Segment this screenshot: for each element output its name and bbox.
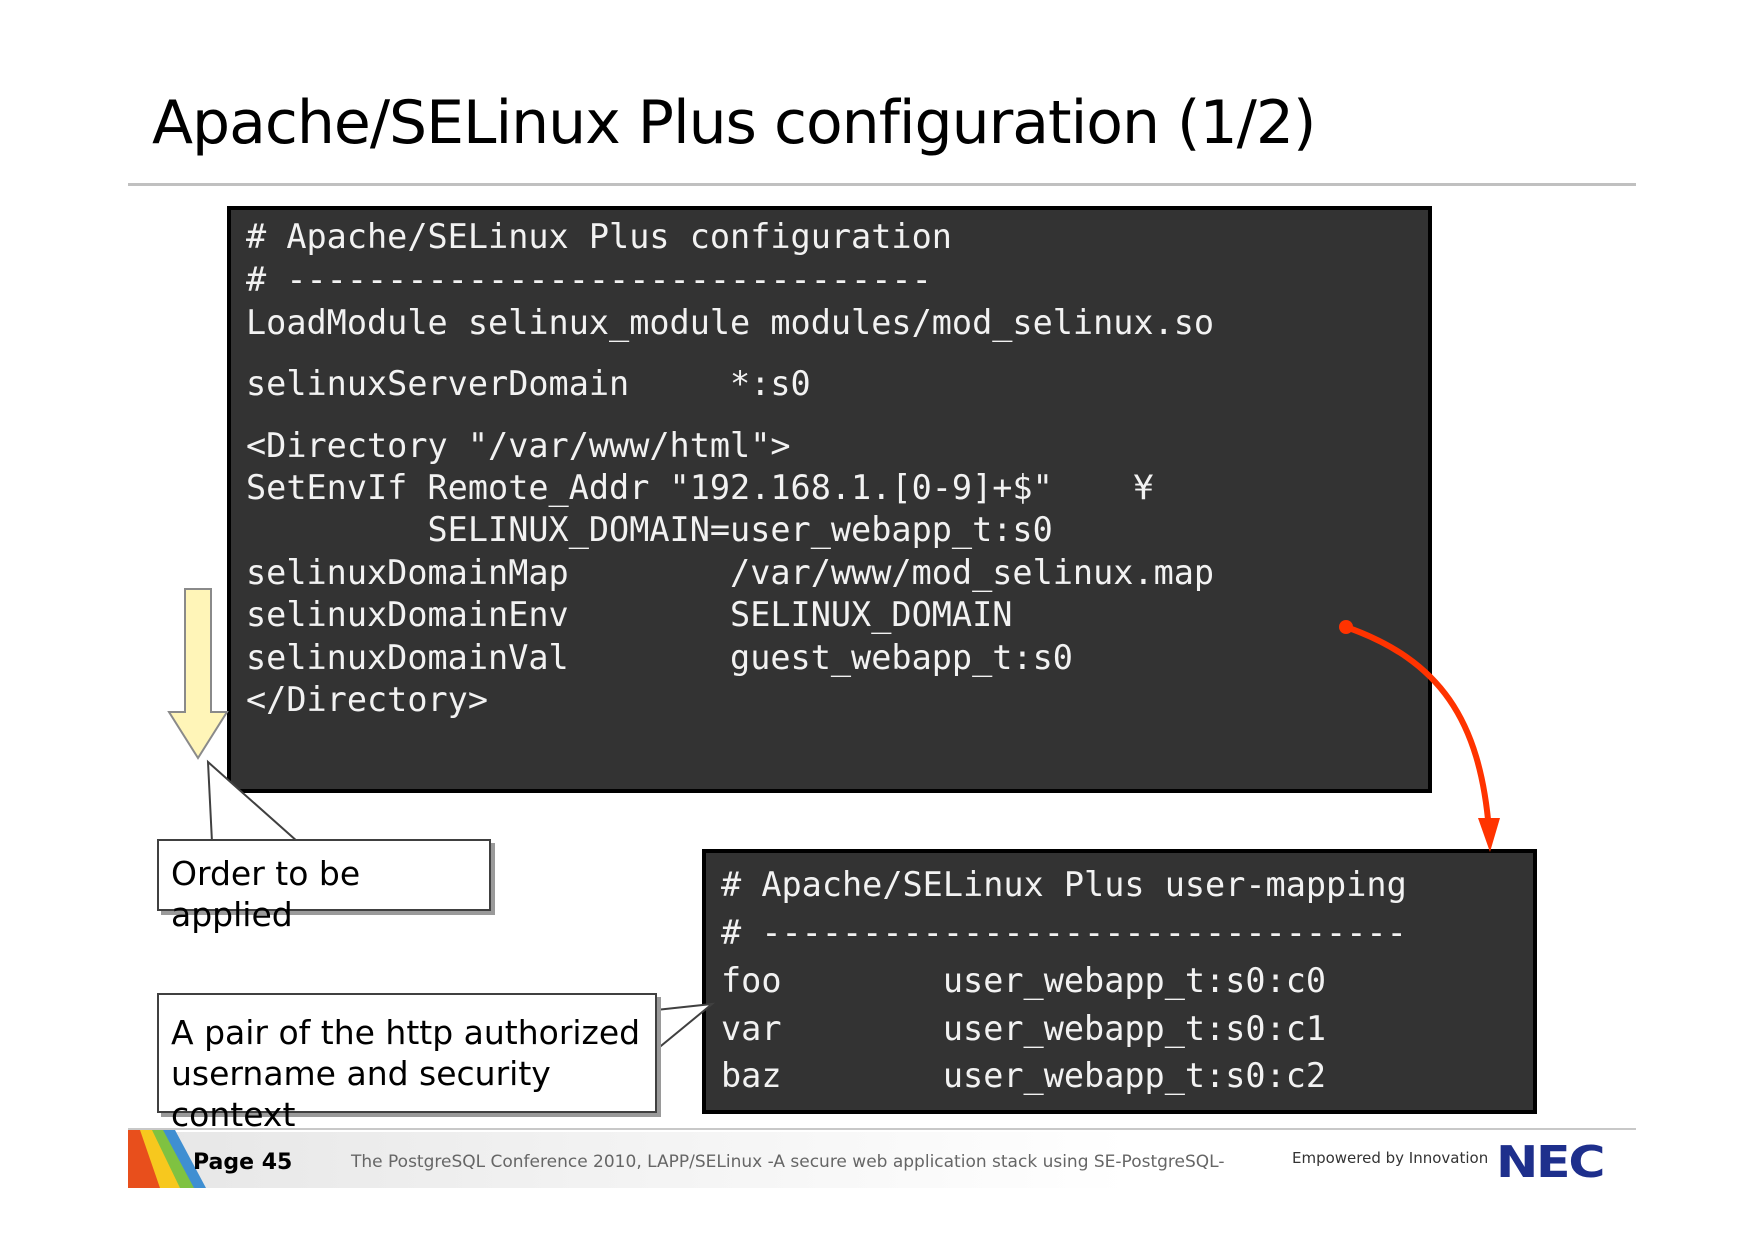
config-line: # -------------------------------- xyxy=(246,260,932,299)
config-line: selinuxDomainVal guest_webapp_t:s0 xyxy=(246,638,1073,677)
mapping-line: # Apache/SELinux Plus user-mapping xyxy=(721,865,1407,904)
conference-footer: The PostgreSQL Conference 2010, LAPP/SEL… xyxy=(351,1152,1225,1172)
order-callout: Order to be applied xyxy=(157,839,491,934)
slogan: Empowered by Innovation xyxy=(1292,1149,1489,1167)
order-callout-text: Order to be applied xyxy=(171,854,361,934)
order-arrow xyxy=(167,588,229,760)
config-line: # Apache/SELinux Plus configuration xyxy=(246,217,952,256)
pair-callout: A pair of the http authorized username a… xyxy=(157,993,657,1134)
pair-callout-line1: A pair of the http authorized xyxy=(171,1013,641,1052)
slide-title: Apache/SELinux Plus configuration (1/2) xyxy=(152,88,1316,158)
footer-divider xyxy=(128,1128,1636,1130)
mapping-line: var user_webapp_t:s0:c1 xyxy=(721,1009,1327,1048)
config-code-block: # Apache/SELinux Plus configuration # --… xyxy=(227,206,1432,793)
config-line: LoadModule selinux_module modules/mod_se… xyxy=(246,303,1215,342)
red-arrow-head xyxy=(1478,818,1500,852)
mapping-line: baz user_webapp_t:s0:c2 xyxy=(721,1056,1327,1095)
config-line: </Directory> xyxy=(246,680,489,719)
title-divider xyxy=(128,183,1636,186)
mapping-code-block: # Apache/SELinux Plus user-mapping # ---… xyxy=(702,849,1537,1114)
stripe-blue xyxy=(163,1130,206,1188)
pair-callout-line2: username and security context xyxy=(171,1054,551,1134)
mapping-line: # -------------------------------- xyxy=(721,913,1407,952)
footer-band xyxy=(128,1132,1128,1188)
config-line: SELINUX_DOMAIN=user_webapp_t:s0 xyxy=(246,510,1053,549)
config-line: selinuxServerDomain *:s0 xyxy=(246,364,811,403)
config-line: selinuxDomainEnv SELINUX_DOMAIN xyxy=(246,595,1013,634)
red-curved-arrow xyxy=(1345,624,1492,831)
config-line: <Directory "/var/www/html"> xyxy=(246,426,791,465)
config-line: selinuxDomainMap /var/www/mod_selinux.ma… xyxy=(246,553,1215,592)
page-number: Page 45 xyxy=(193,1150,293,1175)
nec-logo: NEC xyxy=(1496,1137,1605,1188)
config-line: SetEnvIf Remote_Addr "192.168.1.[0-9]+$"… xyxy=(246,468,1154,507)
mapping-line: foo user_webapp_t:s0:c0 xyxy=(721,961,1327,1000)
